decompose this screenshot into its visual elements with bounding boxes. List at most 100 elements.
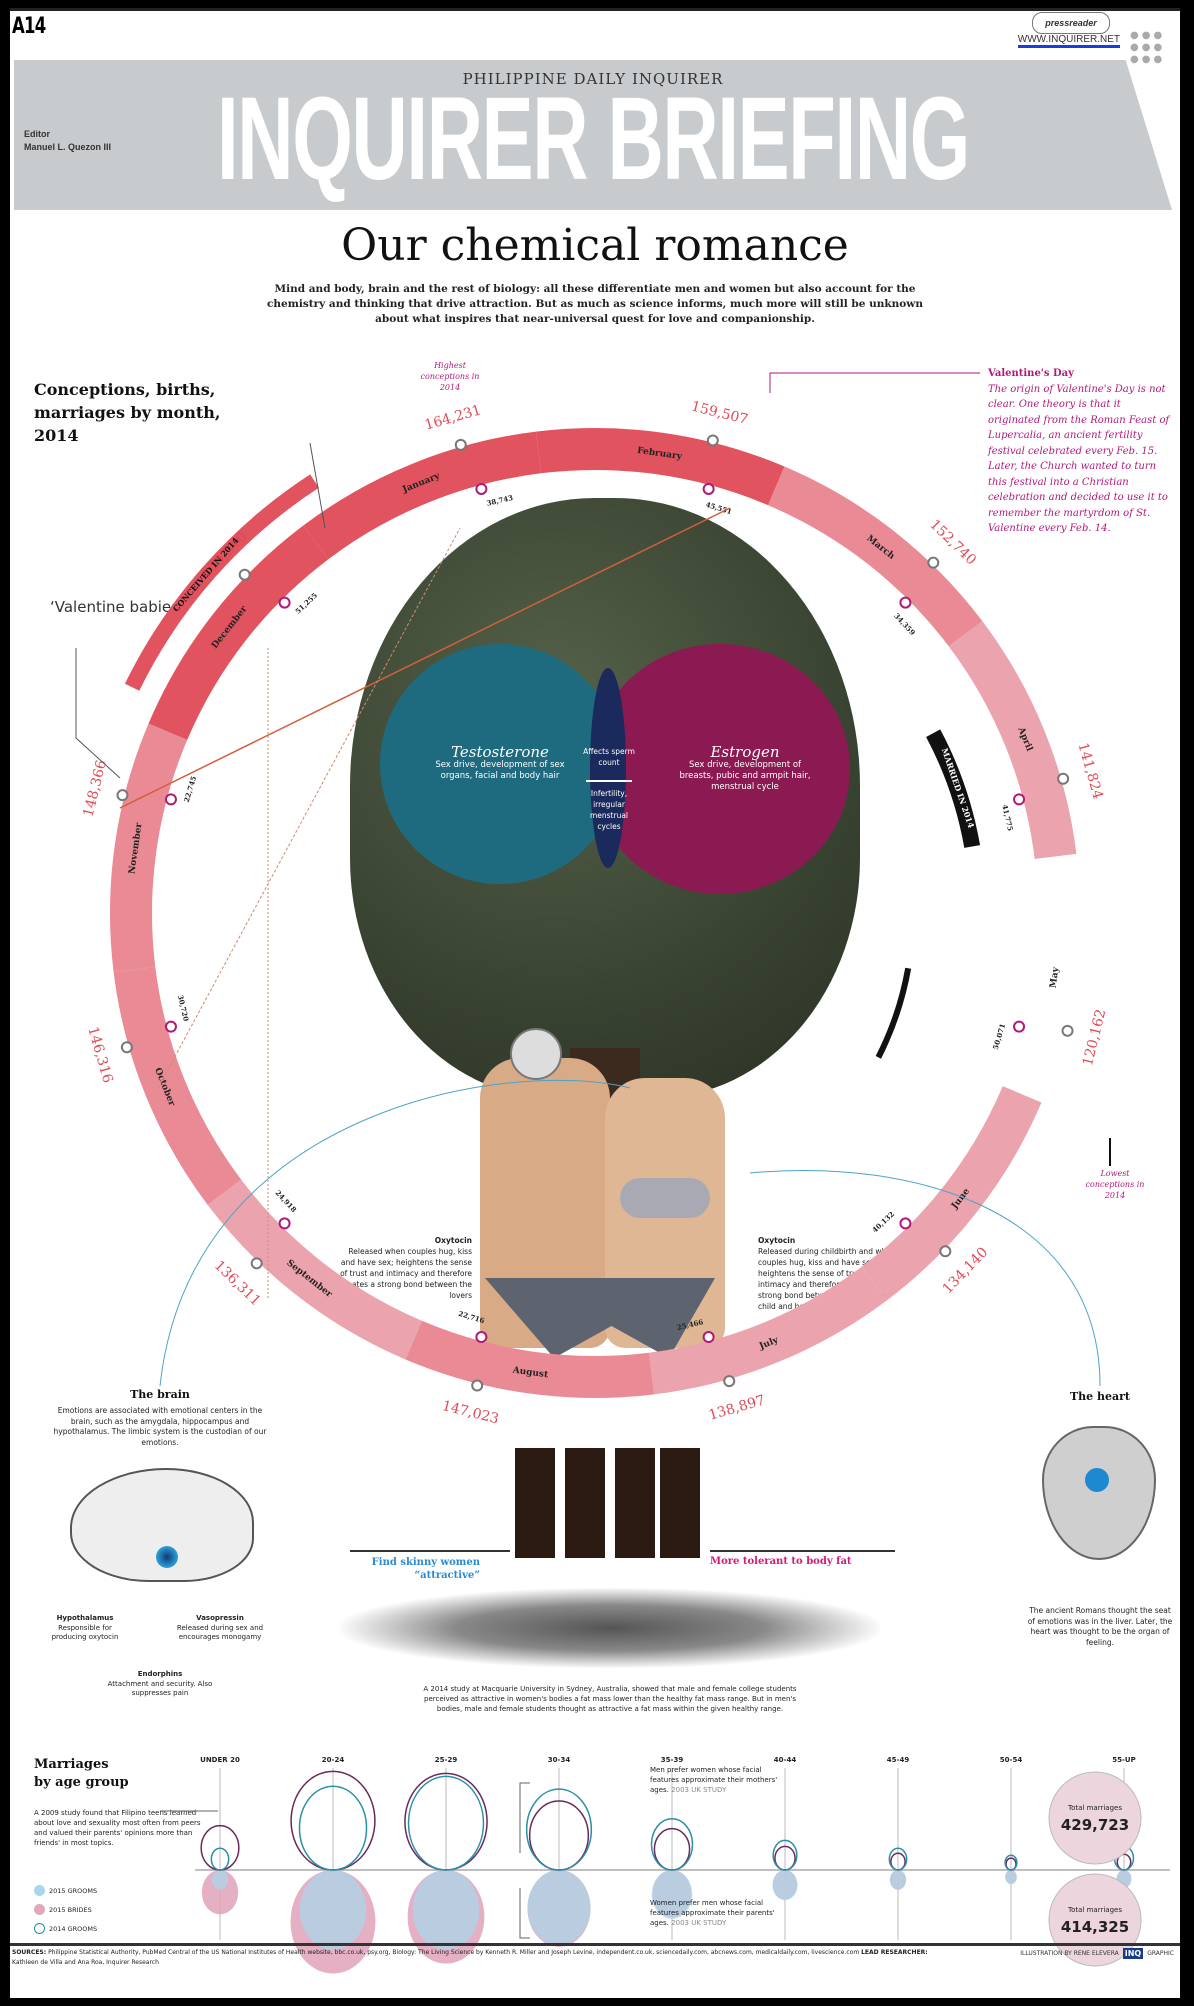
marriage-marker	[702, 1331, 715, 1344]
age-label: 45-49	[887, 1756, 910, 1764]
page-number: A14	[12, 14, 46, 39]
men-body-fat-label: Find skinny women “attractive”	[371, 1557, 480, 1581]
limbic-highlight	[156, 1546, 178, 1568]
editor-label: Editor	[24, 129, 50, 139]
total-value: 414,325	[1061, 1918, 1129, 1936]
men-preference-note: Men prefer women whose facial features a…	[650, 1765, 790, 1795]
website-link[interactable]: WWW.INQUIRER.NET	[1017, 34, 1120, 48]
testosterone-body: Sex drive, development of sex organs, fa…	[435, 760, 565, 781]
marriages-note: A 2009 study found that Filipino teens l…	[34, 1809, 201, 1847]
legend-2014-grooms: 2014 GROOMS	[34, 1923, 97, 1934]
legend-swatch	[34, 1923, 45, 1934]
woman-leg-left	[615, 1448, 655, 1558]
legend-swatch	[34, 1885, 45, 1896]
may-marker-arc	[875, 967, 912, 1059]
total-circle	[1048, 1771, 1142, 1865]
bubble-2014-groom	[525, 1788, 593, 1871]
estrogen-label: Estrogen Sex drive, development of breas…	[675, 744, 815, 793]
article-title: Our chemical romance	[341, 220, 849, 271]
estrogen-body: Sex drive, development of breasts, pubic…	[679, 760, 811, 792]
births-marker	[706, 434, 719, 447]
ring-segment-september	[207, 1179, 422, 1360]
testosterone-label: Testosterone Sex drive, development of s…	[430, 744, 570, 782]
top-rule	[10, 8, 1180, 11]
births-marker	[471, 1379, 484, 1392]
bra	[620, 1178, 710, 1218]
births-marker	[927, 556, 940, 569]
sources-label: SOURCES:	[12, 1949, 47, 1956]
testosterone-circle	[380, 644, 620, 884]
feb-nov-link	[119, 507, 731, 809]
graphic-label: GRAPHIC	[1147, 1950, 1174, 1957]
ring-segment-april	[948, 621, 1077, 860]
age-label: 50-54	[1000, 1756, 1023, 1764]
bubble-2015-groom	[651, 1870, 693, 1919]
age-label: 25-29	[435, 1756, 458, 1764]
valentine-babies-leader	[75, 648, 121, 779]
bubble-2015-groom	[412, 1870, 480, 1950]
conceived-arc	[124, 474, 319, 691]
heart-highlight	[1085, 1468, 1109, 1492]
highest-leader	[309, 442, 326, 529]
births-marker	[238, 568, 251, 581]
illustrator-text: ILLUSTRATION BY RENE ELEVERA	[1020, 1950, 1119, 1957]
men-preference-text: Men prefer women whose facial features a…	[650, 1766, 778, 1794]
brain-leader	[159, 1079, 631, 1387]
legend-label: 2015 BRIDES	[49, 1905, 92, 1914]
pressreader-badge[interactable]: pressreader	[1032, 12, 1110, 34]
brain-body: Emotions are associated with emotional c…	[53, 1406, 267, 1447]
bubble-2015-groom	[772, 1870, 798, 1901]
hypothalamus-note: Hypothalamus Responsible for producing o…	[50, 1614, 120, 1643]
menu-dots-icon[interactable]: ●●●●●●●●●	[1130, 30, 1166, 65]
age-label: 30-34	[548, 1756, 571, 1764]
marriage-marker	[164, 793, 177, 806]
age-label: 55-UP	[1112, 1756, 1135, 1764]
highest-conceptions-note: Highest conceptions in 2014	[420, 361, 480, 392]
endorphins-body: Attachment and security. Also suppresses…	[107, 1679, 213, 1698]
masthead-subtitle: PHILIPPINE DAILY INQUIRER	[462, 70, 724, 88]
men-preference-source: 2003 UK STUDY	[671, 1786, 727, 1794]
births-marker	[1057, 772, 1070, 785]
bubble-2015-groom	[1005, 1870, 1017, 1885]
marriages-title-line1: Marriages	[34, 1757, 109, 1772]
marriage-marker	[1013, 793, 1026, 806]
masthead-banner: PHILIPPINE DAILY INQUIRER INQUIRER BRIEF…	[14, 60, 1172, 210]
vasopressin-note: Vasopressin Released during sex and enco…	[160, 1614, 280, 1643]
legend-2015-grooms: 2015 GROOMS	[34, 1885, 97, 1896]
valentines-day-title: Valentine's Day	[988, 368, 1074, 379]
births-marker	[1061, 1024, 1074, 1037]
overlap-bottom-text: Infertility, irregular menstrual cycles	[589, 789, 629, 831]
bubble-2015-groom	[299, 1870, 367, 1950]
births-marker	[250, 1257, 263, 1270]
masthead-title: INQUIRER BRIEFING	[216, 73, 970, 205]
marriage-marker	[278, 596, 291, 609]
bubble-2015-groom	[889, 1870, 907, 1890]
brain-title: The brain	[130, 1388, 190, 1401]
women-rule	[710, 1550, 895, 1552]
marriage-marker	[899, 596, 912, 609]
age-label: 35-39	[661, 1756, 684, 1764]
oxytocin-left-body: Released when couples hug, kiss and have…	[340, 1247, 472, 1300]
ring-segment-november	[110, 723, 188, 973]
couple-illustration	[470, 1028, 760, 1568]
oxytocin-left-note: Oxytocin Released when couples hug, kiss…	[332, 1235, 472, 1301]
valentines-day-body: The origin of Valentine's Day is not cle…	[988, 383, 1170, 535]
ring-segment-august	[405, 1320, 655, 1398]
footer-rule	[10, 1943, 1180, 1946]
man-leg-left	[515, 1448, 555, 1558]
age-label: 40-44	[774, 1756, 797, 1764]
marriage-marker	[475, 1331, 488, 1344]
vasopressin-title: Vasopressin	[196, 1614, 244, 1622]
births-marker	[120, 1041, 133, 1054]
women-pref-bracket	[519, 1888, 530, 1939]
heart-illustration	[1042, 1426, 1156, 1560]
roots-illustration	[340, 1588, 880, 1668]
lowest-conceptions-note: Lowest conceptions in 2014	[1085, 1169, 1145, 1200]
bubble-2014-groom	[298, 1785, 368, 1871]
marriages-title-line2: by age group	[34, 1775, 129, 1790]
bubble-2014-groom	[888, 1847, 908, 1871]
bubble-2015-bride	[201, 1870, 239, 1915]
women-preference-text: Women prefer men whose facial features a…	[650, 1899, 775, 1927]
